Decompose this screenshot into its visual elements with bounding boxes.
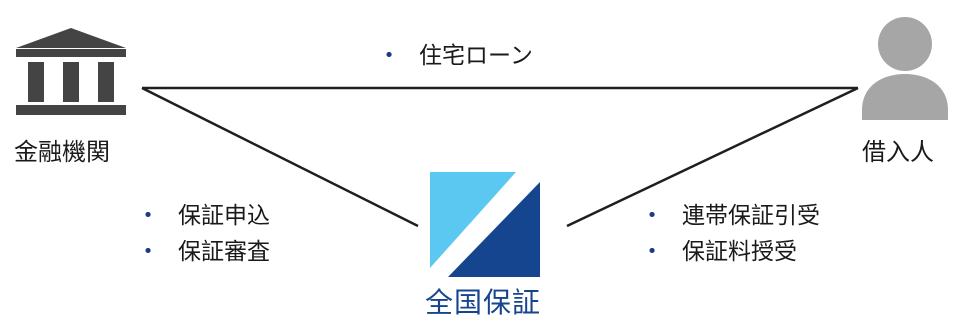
relation-item-text: 保証審査	[178, 239, 270, 265]
borrower-guarantor-relation-list: • 連帯保証引受 • 保証料授受	[646, 198, 820, 270]
bank-label: 金融機関	[14, 138, 110, 166]
bullet-icon: •	[142, 241, 154, 262]
relation-item-text: 保証申込	[178, 203, 270, 229]
relation-item-text: 住宅ローン	[419, 43, 533, 69]
relation-item-text: 保証料授受	[682, 239, 797, 265]
relation-item: • 住宅ローン	[383, 38, 533, 74]
relation-item: • 保証申込	[142, 198, 270, 234]
zenkoku-hosho-logo	[430, 172, 540, 277]
person-icon	[862, 17, 948, 120]
line-bank-guarantor	[141, 86, 419, 228]
relation-item-text: 連帯保証引受	[682, 203, 820, 229]
borrower-label: 借入人	[862, 138, 934, 166]
relation-item: • 連帯保証引受	[646, 198, 820, 234]
bullet-icon: •	[142, 205, 154, 226]
line-borrower-guarantor	[566, 86, 859, 228]
bank-borrower-relation-list: • 住宅ローン	[383, 38, 533, 74]
guarantor-label: 全国保証	[425, 286, 542, 319]
bullet-icon: •	[646, 241, 658, 262]
bullet-icon: •	[383, 45, 395, 66]
bank-icon	[16, 28, 126, 115]
relation-item: • 保証審査	[142, 234, 270, 270]
bank-guarantor-relation-list: • 保証申込 • 保証審査	[142, 198, 270, 270]
relation-item: • 保証料授受	[646, 234, 820, 270]
bullet-icon: •	[646, 205, 658, 226]
